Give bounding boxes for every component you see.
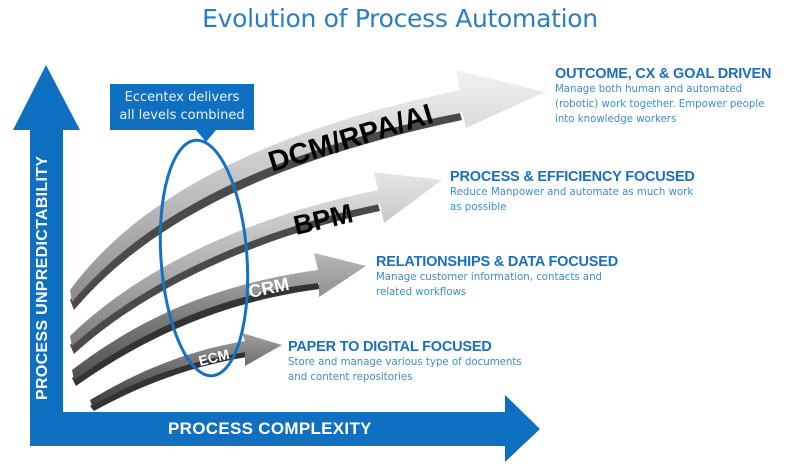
level-heading: OUTCOME, CX & GOAL DRIVEN	[555, 66, 772, 82]
level-description-bpm: PROCESS & EFFICIENCY FOCUSED Reduce Manp…	[450, 169, 695, 215]
level-text-line: Manage both human and automated	[555, 84, 743, 95]
dcm-rpa-ai-arrow	[70, 70, 545, 302]
callout-line-2: all levels combined	[119, 108, 245, 123]
eccentex-callout: Eccentex delivers all levels combined	[110, 84, 254, 130]
level-text-line: Manage customer information, contacts an…	[376, 272, 603, 283]
y-axis-arrow	[13, 65, 80, 446]
diagram-title: Evolution of Process Automation	[202, 4, 598, 33]
level-heading: RELATIONSHIPS & DATA FOCUSED	[376, 254, 618, 270]
callout-line-1: Eccentex delivers	[124, 90, 240, 105]
level-text-line: Reduce Manpower and automate as much wor…	[450, 187, 694, 198]
combined-levels-ellipse	[158, 138, 250, 378]
level-text-line: as possible	[450, 202, 507, 213]
x-axis-arrow	[30, 395, 540, 462]
level-text-line: and content repositories	[288, 372, 413, 383]
bpm-label: BPM	[291, 198, 356, 241]
callout-pointer	[196, 130, 216, 142]
level-description-dcm: OUTCOME, CX & GOAL DRIVEN Manage both hu…	[555, 66, 771, 127]
ecm-arrow	[90, 333, 282, 406]
level-text-line: into knowledge workers	[555, 114, 677, 125]
level-description-ecm: PAPER TO DIGITAL FOCUSED Store and manag…	[288, 339, 522, 385]
level-heading: PROCESS & EFFICIENCY FOCUSED	[450, 169, 695, 185]
crm-arrow	[72, 253, 366, 380]
level-text-line: related workflows	[376, 287, 467, 298]
x-axis-label: PROCESS COMPLEXITY	[168, 419, 372, 438]
y-axis-label: PROCESS UNPREDICTABILITY	[34, 155, 51, 400]
level-text-line: (robotic) work together. Empower people	[555, 99, 765, 110]
level-heading: PAPER TO DIGITAL FOCUSED	[288, 339, 492, 355]
level-text-line: Store and manage various type of documen…	[288, 357, 522, 368]
ecm-label: ECM	[197, 346, 231, 369]
crm-label: CRM	[247, 274, 291, 302]
bpm-arrow	[70, 172, 442, 346]
level-description-crm: RELATIONSHIPS & DATA FOCUSED Manage cust…	[376, 254, 618, 300]
